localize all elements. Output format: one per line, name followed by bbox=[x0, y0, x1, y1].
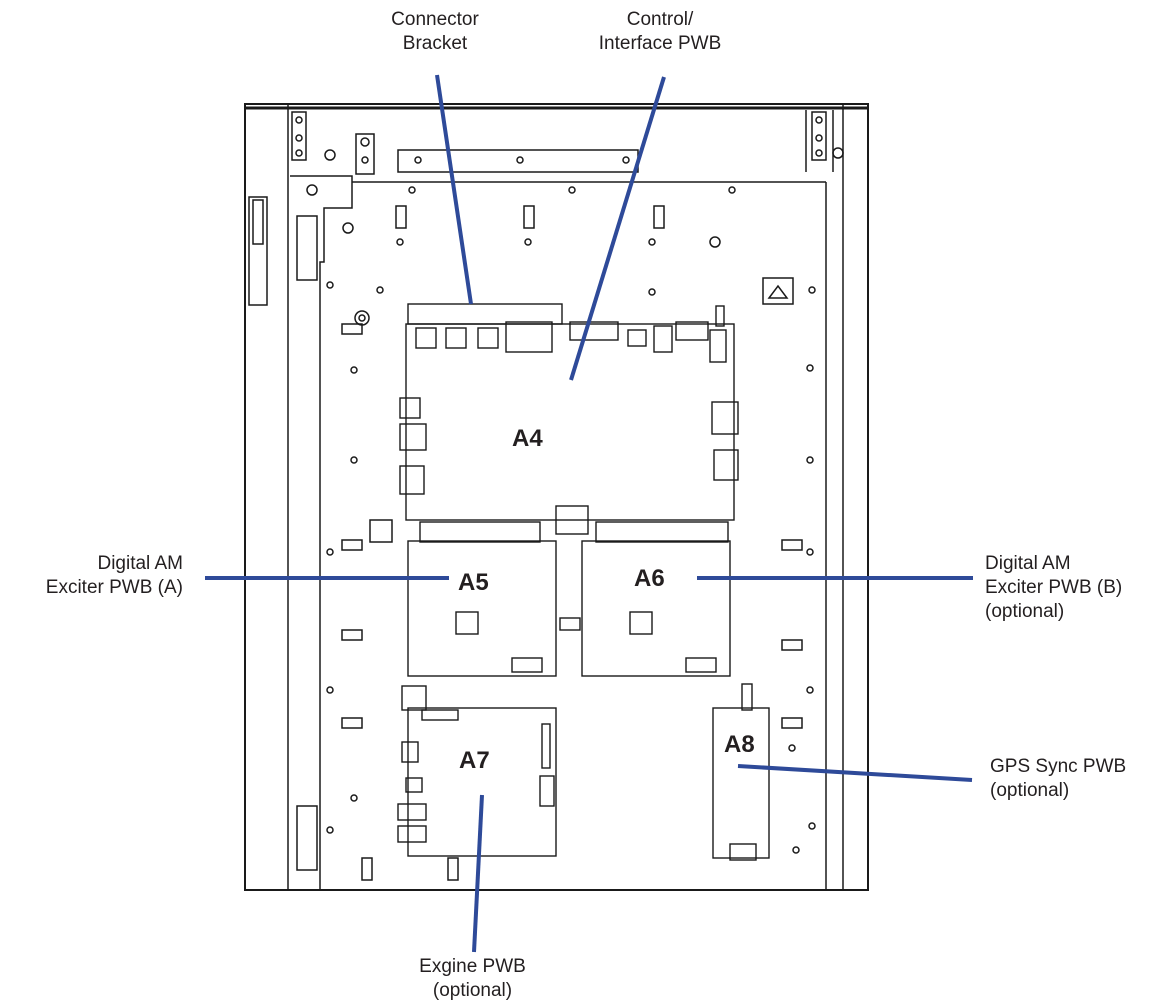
board-a5 bbox=[407, 540, 581, 677]
board-a5-label: A5 bbox=[458, 569, 489, 596]
leader-control-interface bbox=[569, 76, 666, 381]
exciter-b-label: Digital AM Exciter PWB (B) (optional) bbox=[985, 553, 1123, 622]
board-a8 bbox=[712, 683, 770, 861]
exciter-a-label: Digital AM Exciter PWB (A) bbox=[45, 553, 183, 598]
board-a7 bbox=[397, 685, 557, 857]
leader-connector-bracket bbox=[435, 74, 473, 305]
board-a8-label: A8 bbox=[724, 731, 755, 758]
board-a6 bbox=[581, 540, 731, 677]
connector-bracket-label: Connector Bracket bbox=[391, 9, 479, 54]
leader-gps-sync bbox=[737, 764, 973, 782]
chassis-outline bbox=[244, 103, 869, 891]
leader-exgine bbox=[472, 794, 484, 953]
board-a6-label: A6 bbox=[634, 565, 665, 592]
control-interface-label: Control/ Interface PWB bbox=[598, 9, 722, 54]
exgine-label: Exgine PWB (optional) bbox=[419, 956, 526, 1001]
top-bracket bbox=[397, 149, 639, 173]
inner-panel bbox=[290, 175, 353, 890]
board-a7-label: A7 bbox=[459, 747, 490, 774]
board-a4 bbox=[399, 303, 739, 543]
board-a4-label: A4 bbox=[512, 425, 543, 452]
gps-sync-label: GPS Sync PWB (optional) bbox=[990, 756, 1127, 801]
